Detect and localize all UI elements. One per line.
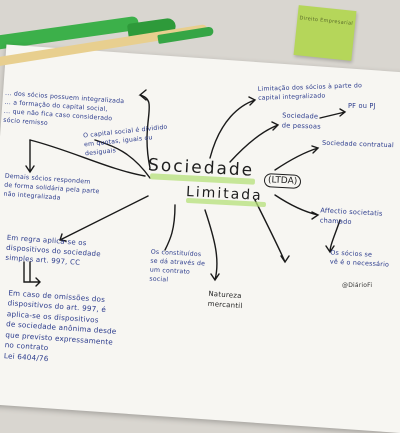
photo-scene: Direito Empresarial Sociedade Limitada (… [0,5,400,433]
note-affectio: Affectio societatis chamado [319,206,383,226]
arrow-affectio [274,194,320,220]
note-aplica: Em regra aplica-se os dispositivos do so… [5,233,101,268]
arrow-natureza [204,209,220,282]
note-omissao: Em caso de omissões dos dispositivos do … [3,288,117,363]
arrow-socios [325,219,341,254]
arrow-capital [94,139,151,179]
arrow-bottom-right [254,199,290,264]
arrow-omissao [23,261,41,287]
arrow-left [29,139,146,177]
note-pf-pj: PF ou PJ [348,102,376,110]
note-natureza: Natureza mercantil [207,289,243,311]
note-sociedade-pessoas: Sociedade de pessoas [281,111,321,131]
signature: @DiárioFi [342,282,373,289]
note-limitacao: Limitação dos sócios à parte do capital … [257,82,363,102]
arrow-pessoas [229,121,280,163]
arrow-constituicao [164,204,176,251]
arrow-contratual [274,145,320,171]
arrow-top-left [138,89,151,169]
arrow-down-left [25,139,35,174]
mind-map-arrows [23,89,347,287]
arrow-aplica [59,195,149,242]
center-title-abbr: (LTDA) [263,173,302,189]
note-socios: Os sócios se vê é o necessário [329,248,390,269]
arrow-pf-pj [319,108,347,119]
note-constituicao: Os constituídos se dá através de um cont… [149,248,206,284]
arrow-limitacao [209,96,257,159]
